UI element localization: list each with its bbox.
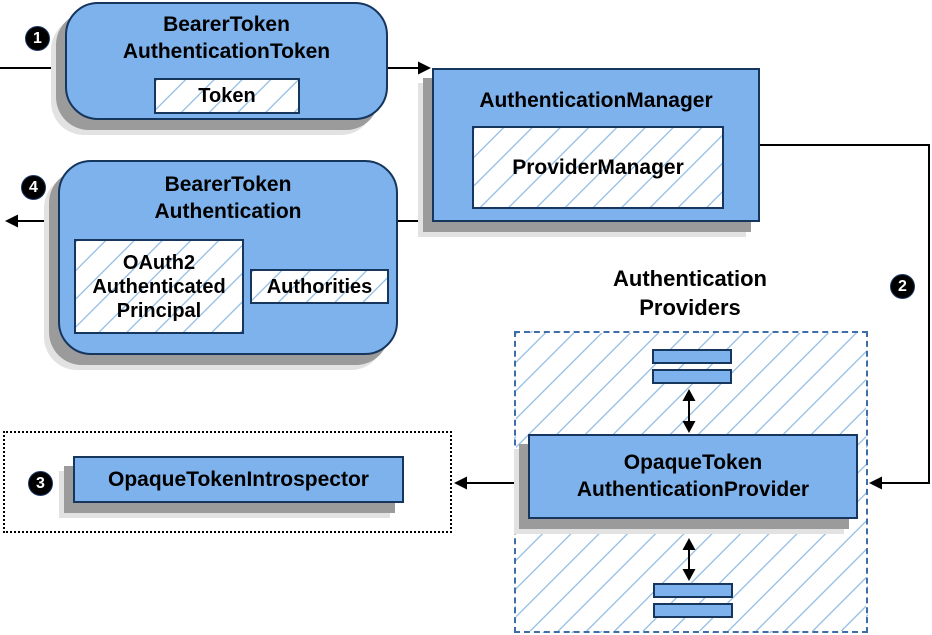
opaque-token-introspector-title: OpaqueTokenIntrospector [108, 467, 369, 491]
node-title: AuthenticationManager [434, 87, 758, 114]
step-2-number: 2 [898, 277, 907, 295]
top-double-arrowhead-down-icon [682, 421, 696, 433]
node-title-line2: Authentication [154, 200, 302, 223]
authentication-providers-label-line1: Authentication [613, 266, 767, 291]
node-title-line2: AuthenticationProvider [576, 478, 810, 501]
node-title: BearerToken AuthenticationToken [67, 11, 386, 65]
authorities-box: Authorities [250, 269, 389, 304]
step-1-number: 1 [33, 29, 42, 47]
token-box: Token [154, 78, 300, 114]
provider-stack-bar [652, 369, 732, 384]
node-title-line1: BearerToken [164, 173, 292, 196]
provider-manager-box: ProviderManager [472, 126, 724, 209]
step-3-number: 3 [36, 474, 45, 492]
step-4-number: 4 [29, 178, 38, 196]
authentication-manager-title: AuthenticationManager [479, 89, 713, 112]
bottom-double-arrowhead-up-icon [682, 538, 696, 550]
node-authentication-manager: AuthenticationManager ProviderManager [432, 68, 760, 222]
top-double-arrowhead-up-icon [682, 389, 696, 401]
node-bearer-token-authentication: BearerToken Authentication OAuth2 Authen… [58, 160, 398, 355]
node-opaque-token-introspector: OpaqueTokenIntrospector [73, 456, 404, 503]
principal-line2: Authenticated [92, 275, 226, 298]
introspector-boundary-box [3, 431, 452, 533]
bottom-double-arrowhead-down-icon [682, 569, 696, 581]
step-1-badge: 1 [25, 26, 50, 51]
step-2-badge: 2 [890, 274, 915, 299]
oauth2-authenticated-principal-box: OAuth2 Authenticated Principal [74, 239, 244, 334]
provider-stack-bar [652, 349, 732, 364]
principal-line3: Principal [116, 299, 202, 322]
node-bearer-token-authentication-token: BearerToken AuthenticationToken Token [65, 2, 388, 120]
step3-arrowhead-icon [454, 476, 467, 490]
step-4-badge: 4 [21, 175, 46, 200]
step1-arrowhead-icon [418, 61, 431, 75]
principal-line1: OAuth2 [122, 251, 196, 274]
authentication-providers-label-line2: Providers [639, 295, 741, 320]
node-title-line1: BearerToken [163, 13, 290, 36]
provider-stack-bar [653, 603, 733, 618]
node-title-line2: AuthenticationToken [122, 40, 331, 63]
token-label: Token [198, 85, 256, 107]
provider-stack-bar [653, 583, 733, 598]
node-title-line1: OpaqueToken [623, 451, 763, 474]
authorities-label: Authorities [266, 275, 373, 298]
step2-arrowhead-icon [869, 476, 882, 490]
node-title: OpaqueToken AuthenticationProvider [530, 449, 856, 503]
step2-arrow-line [760, 144, 930, 484]
provider-manager-label: ProviderManager [512, 155, 684, 179]
node-opaque-token-authentication-provider: OpaqueToken AuthenticationProvider [528, 434, 858, 519]
authentication-providers-label: Authentication Providers [550, 264, 830, 322]
step-3-badge: 3 [28, 471, 53, 496]
node-title: BearerToken Authentication [60, 171, 396, 225]
step4-arrowhead-icon [5, 214, 18, 228]
